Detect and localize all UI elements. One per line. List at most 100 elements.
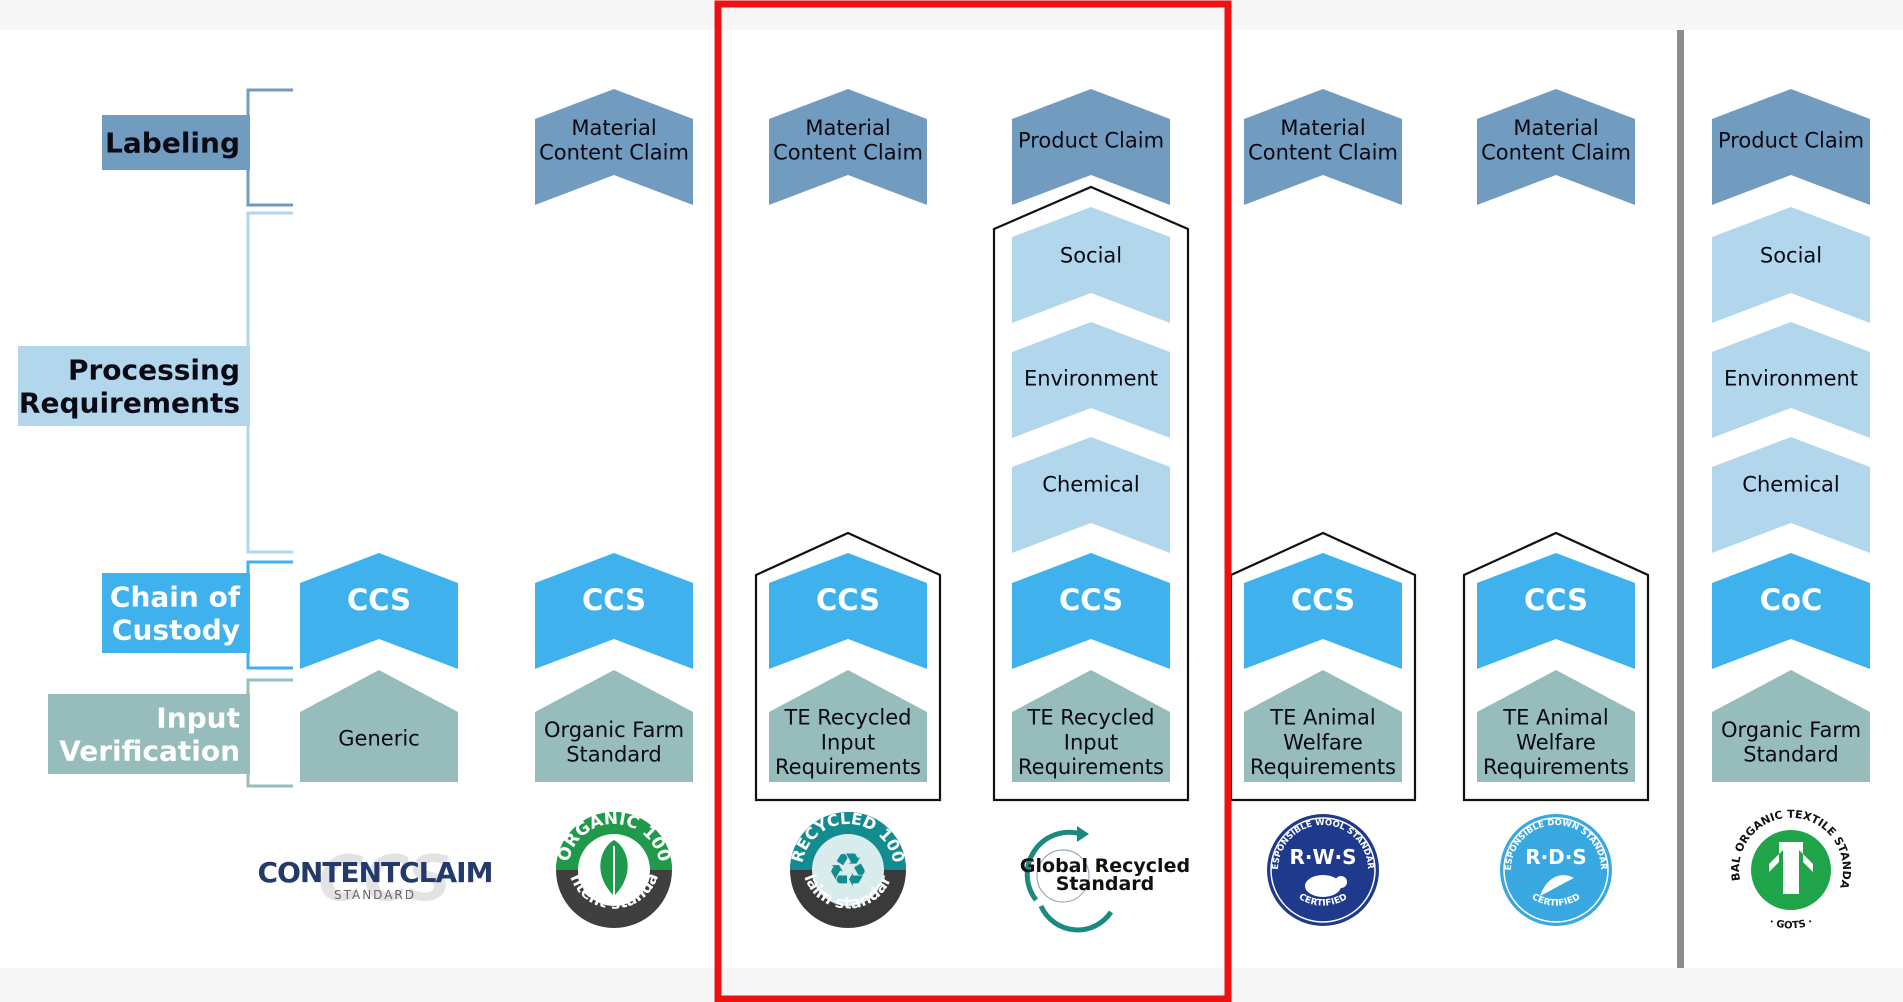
chain-of-custody: CCS xyxy=(1477,553,1635,669)
input-text-line: Requirements xyxy=(1250,755,1396,779)
labeling-chevron xyxy=(535,89,693,205)
input-pentagon xyxy=(1012,670,1170,782)
row-label-text-line: Requirements xyxy=(19,386,240,419)
globe-icon xyxy=(1036,849,1090,903)
tp: · GOTS · xyxy=(1768,916,1815,931)
input-text-line: TE Recycled xyxy=(784,706,912,730)
input-text-line: TE Animal xyxy=(1502,706,1608,730)
input-pentagon xyxy=(300,670,458,782)
input-text-line: Input xyxy=(1064,730,1118,754)
chain-text: CCS xyxy=(1059,583,1123,617)
ccs-logo-text: CONTENTCLAIM xyxy=(258,856,493,889)
input-text-line: Input xyxy=(821,730,875,754)
chain-chevron xyxy=(1012,553,1170,669)
processing-chevron xyxy=(1712,437,1870,553)
input-verification: Generic xyxy=(300,670,458,782)
labeling-text-line: Material xyxy=(1280,116,1365,140)
standard-outline xyxy=(1462,531,1650,802)
chain-text-line: CCS xyxy=(1059,583,1123,617)
chain-text-line: CCS xyxy=(1291,583,1355,617)
chain-chevron xyxy=(1477,553,1635,669)
chain-of-custody: CoC xyxy=(1712,553,1870,669)
row-label-text-line: Verification xyxy=(59,734,240,767)
row-label-labeling: Labeling xyxy=(102,88,293,207)
input-pentagon xyxy=(769,670,927,782)
labeling-text-line: Product Claim xyxy=(1718,128,1864,152)
labeling-claim: Product Claim xyxy=(1712,89,1870,205)
chain-of-custody: CCS xyxy=(1012,553,1170,669)
chain-of-custody: CCS xyxy=(769,553,927,669)
processing-chevron xyxy=(1712,322,1870,438)
recycle-icon: ♻ xyxy=(827,843,868,897)
sheep-icon xyxy=(1305,875,1341,897)
processing-text-line: Social xyxy=(1060,243,1122,267)
row-label-text-line: Labeling xyxy=(105,126,240,159)
row-label-text-line: Custody xyxy=(112,613,240,646)
grs-text: Global Recycled xyxy=(1020,855,1190,877)
processing-chemical: Chemical xyxy=(1012,437,1170,553)
chain-of-custody: CCS xyxy=(535,553,693,669)
input-text-line: Requirements xyxy=(1018,755,1164,779)
labeling-text-line: Material xyxy=(805,116,890,140)
processing-chemical: Chemical xyxy=(1712,437,1870,553)
input-text-line: Requirements xyxy=(1483,755,1629,779)
chain-of-custody: CCS xyxy=(300,553,458,669)
ccs-watermark: CCS xyxy=(318,842,451,915)
row-bracket xyxy=(246,560,293,670)
processing-chevron xyxy=(1712,207,1870,323)
diagram-panel xyxy=(0,30,1903,968)
chain-text: CoC xyxy=(1760,583,1823,617)
labeling-text-line: Material xyxy=(1513,116,1598,140)
chain-chevron xyxy=(1712,553,1870,669)
row-label-box xyxy=(102,573,250,653)
processing-chevron xyxy=(1012,322,1170,438)
highlight-frame xyxy=(714,0,1232,1002)
grs-arrow-top xyxy=(1024,829,1082,902)
chain-text: CCS xyxy=(1291,583,1355,617)
chain-text-line: CCS xyxy=(1524,583,1588,617)
processing-text: Chemical xyxy=(1742,472,1839,496)
row-label-text-line: Input xyxy=(156,701,240,734)
badge-ring-line xyxy=(1270,817,1376,923)
processing-chevron xyxy=(1012,437,1170,553)
labeling-text-line: Content Claim xyxy=(1481,141,1631,165)
grs-arrow-bottom xyxy=(1038,904,1114,933)
input-text-line: Generic xyxy=(338,726,419,750)
row-label-text-line: Chain of xyxy=(110,580,241,613)
input-text-line: Standard xyxy=(1743,743,1839,767)
labeling-chevron xyxy=(1712,89,1870,205)
grs-arrowhead xyxy=(1077,826,1089,842)
standard-outline xyxy=(992,185,1190,802)
chain-chevron xyxy=(300,553,458,669)
processing-text: Social xyxy=(1060,243,1122,267)
processing-social: Social xyxy=(1712,207,1870,323)
badge-letters: R·W·S xyxy=(1289,845,1356,869)
chain-chevron xyxy=(535,553,693,669)
chain-text-line: CCS xyxy=(582,583,646,617)
feather-icon xyxy=(1540,875,1574,896)
column-divider xyxy=(1677,30,1684,968)
row-label-box xyxy=(18,346,250,426)
